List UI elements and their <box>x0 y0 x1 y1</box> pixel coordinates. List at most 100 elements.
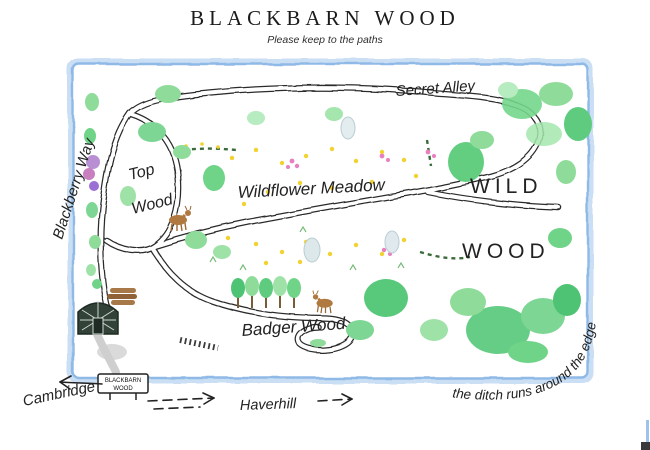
barn-building <box>77 301 119 335</box>
flower-dot-pink <box>381 247 387 253</box>
log-pile-icon <box>107 288 137 305</box>
tree-icon <box>173 145 191 159</box>
deer-legs <box>316 305 332 314</box>
pale-tree-icon <box>384 230 400 254</box>
tree-icon <box>325 107 343 121</box>
flower-dot <box>263 260 269 266</box>
flower-dot <box>297 259 303 265</box>
pond-scrub-icon <box>310 339 326 347</box>
flower-dot <box>329 146 335 152</box>
label-secret-alley: Secret Alley <box>395 77 477 100</box>
flower-dot <box>200 142 204 146</box>
flower-dot <box>353 242 359 248</box>
flower-dot-pink <box>294 163 300 169</box>
tree-icon <box>138 122 166 142</box>
label-haverhill: Haverhill <box>240 396 298 414</box>
cambridge-arrow-line <box>59 381 103 385</box>
fence-line <box>179 337 219 351</box>
trees-layer <box>83 82 592 363</box>
tree-icon <box>247 111 265 125</box>
flower-dot <box>401 157 407 163</box>
tree-icon <box>450 288 486 316</box>
pale-tree-icon <box>340 116 356 140</box>
road-dash-line <box>147 397 215 402</box>
tree-icon <box>508 341 548 363</box>
grass-tuft <box>209 255 217 263</box>
page-subtitle: Please keep to the paths <box>267 34 383 46</box>
page-edge-artifact <box>641 420 650 450</box>
log <box>111 300 135 305</box>
flower-dot <box>253 147 259 153</box>
driveway <box>93 330 127 376</box>
tree-icon <box>498 82 518 98</box>
tree-icon <box>564 107 592 141</box>
flower-dot <box>279 249 285 255</box>
tree-icon <box>539 82 573 106</box>
flower-dot <box>413 173 419 179</box>
flower-dot-pink <box>432 154 436 158</box>
label-wild: WILD <box>470 175 543 198</box>
road-arrowhead <box>341 393 353 406</box>
tree-icon <box>86 264 96 276</box>
tree-icon <box>213 245 231 259</box>
grass-tuft <box>299 225 307 233</box>
flower-dot <box>297 180 303 186</box>
tree-icon <box>470 131 494 149</box>
hedges-layer <box>175 139 471 351</box>
road-dash-line <box>317 398 353 402</box>
tree-icon <box>364 279 408 317</box>
flower-dot <box>279 160 285 166</box>
tree-icon <box>556 160 576 184</box>
flower-dot <box>353 158 359 164</box>
tree-icon <box>89 235 101 249</box>
flower-dot <box>327 251 333 257</box>
flower-dot <box>329 185 335 191</box>
tree-icon <box>287 278 301 298</box>
sign-text-line1: BLACKBARN <box>105 378 141 384</box>
tree-icon <box>155 85 181 103</box>
flower-dot <box>229 155 235 161</box>
flower-dot-pink <box>289 158 295 164</box>
flower-dot <box>216 145 220 149</box>
edge-dark-mark <box>641 442 650 450</box>
haverhill-direction: Haverhill <box>147 392 353 414</box>
flower-dot <box>241 201 247 207</box>
label-top-wood-line2: Wood <box>130 191 176 218</box>
label-wood: WOOD <box>462 240 550 263</box>
road-arrowhead <box>202 392 215 405</box>
tree-icon <box>466 306 530 354</box>
flower-dot <box>225 235 231 241</box>
flower-dot <box>379 251 385 257</box>
flower-dot <box>369 179 375 185</box>
deer-ears <box>184 205 192 211</box>
tree-icon <box>521 298 565 334</box>
bush-icon <box>83 168 95 180</box>
tree-icon <box>526 122 562 146</box>
grass-layer <box>209 225 405 271</box>
page-title: BLACKBARN WOOD <box>190 6 460 30</box>
tree-icon <box>245 276 259 296</box>
flower-dot <box>303 153 309 159</box>
entrance-sign: BLACKBARN WOOD <box>97 373 149 400</box>
tree-icon <box>420 319 448 341</box>
tree-icon <box>231 278 245 298</box>
ditch-border <box>67 58 594 384</box>
label-cambridge: Cambridge <box>21 378 96 410</box>
tree-icon <box>86 202 98 218</box>
grass-tuft <box>397 261 405 269</box>
flower-dot-pink <box>379 153 385 159</box>
flower-dot <box>401 237 407 243</box>
deer-neck <box>317 297 323 304</box>
sign-text-line2: WOOD <box>113 386 133 392</box>
tree-icon <box>120 186 136 206</box>
deer-neck <box>179 213 187 221</box>
tree-icon <box>548 228 572 248</box>
deer-legs <box>170 222 187 232</box>
deer-head <box>185 210 191 216</box>
cambridge-arrowhead <box>59 375 72 390</box>
drive-path <box>93 330 120 376</box>
label-top-wood-line1: Top <box>127 161 157 184</box>
tree-icon <box>84 128 96 144</box>
flower-dot-pink <box>425 149 431 155</box>
tree-icon <box>553 284 581 316</box>
